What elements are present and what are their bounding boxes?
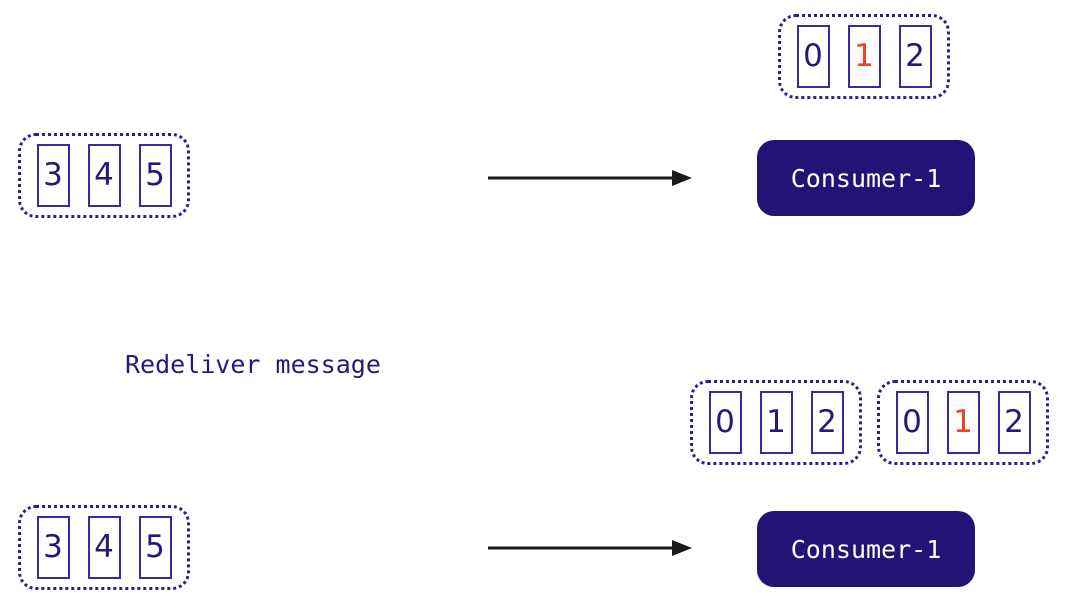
message-card: 2 <box>898 25 932 88</box>
delivered-batch-bottom-first: 0 1 2 <box>690 380 862 465</box>
message-card-list: 0 1 2 <box>895 391 1031 454</box>
message-card: 0 <box>796 25 830 88</box>
message-card: 0 <box>708 391 742 454</box>
pending-queue-top: 3 4 5 <box>18 133 190 218</box>
delivery-arrow-bottom <box>488 540 692 556</box>
message-card: 1 <box>946 391 980 454</box>
message-card-list: 3 4 5 <box>36 516 172 579</box>
consumer-label: Consumer-1 <box>790 163 942 193</box>
pending-queue-bottom: 3 4 5 <box>18 505 190 590</box>
consumer-bottom[interactable]: Consumer-1 <box>757 511 975 587</box>
redeliver-caption: Redeliver message <box>125 350 381 379</box>
message-card: 1 <box>759 391 793 454</box>
message-card: 3 <box>36 144 70 207</box>
message-card-list: 0 1 2 <box>796 25 932 88</box>
message-card: 1 <box>847 25 881 88</box>
delivery-arrow-top <box>488 170 692 186</box>
message-card-list: 3 4 5 <box>36 144 172 207</box>
message-card: 4 <box>87 516 121 579</box>
message-card: 2 <box>997 391 1031 454</box>
message-card-list: 0 1 2 <box>708 391 844 454</box>
message-card: 2 <box>810 391 844 454</box>
delivered-batch-bottom-redelivered: 0 1 2 <box>877 380 1049 465</box>
message-card: 5 <box>138 144 172 207</box>
message-card: 5 <box>138 516 172 579</box>
consumer-top[interactable]: Consumer-1 <box>757 140 975 216</box>
delivered-batch-top: 0 1 2 <box>778 14 950 99</box>
consumer-label: Consumer-1 <box>790 534 942 564</box>
message-card: 4 <box>87 144 121 207</box>
message-card: 0 <box>895 391 929 454</box>
message-card: 3 <box>36 516 70 579</box>
